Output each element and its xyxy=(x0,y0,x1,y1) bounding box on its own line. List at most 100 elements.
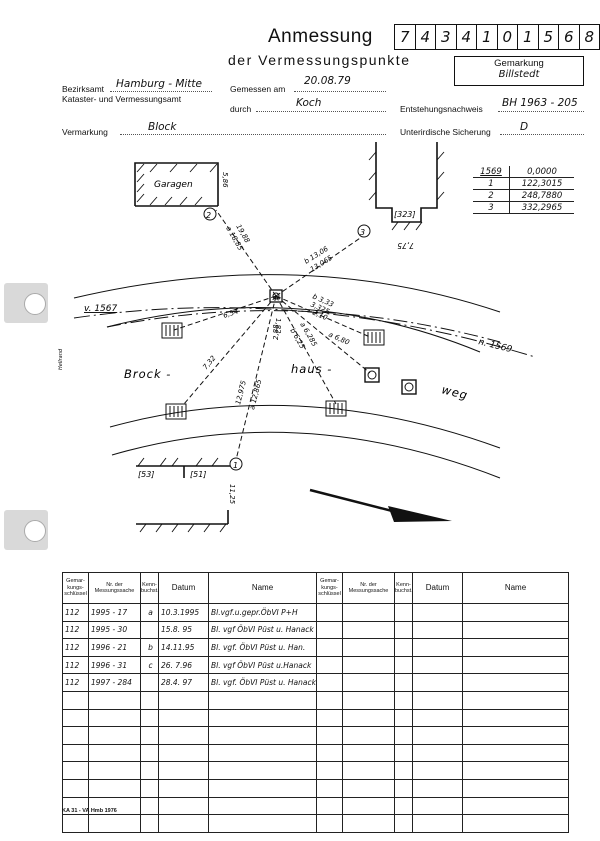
measure-c1: 2,88 xyxy=(272,324,280,340)
cell xyxy=(412,620,463,640)
coord-value: 122,3015 xyxy=(509,177,574,190)
cell xyxy=(412,638,463,657)
cell xyxy=(462,638,569,657)
cell xyxy=(394,690,413,710)
cell xyxy=(88,690,141,710)
page-title: Anmessung xyxy=(268,26,373,47)
point-marker-1 xyxy=(229,457,243,471)
doc-digit: 4 xyxy=(457,25,477,49)
sicherung-line xyxy=(500,134,584,135)
doc-digit: 4 xyxy=(416,25,436,49)
street-name-3: weg xyxy=(440,382,469,402)
cell xyxy=(208,778,317,798)
cell xyxy=(394,761,413,780)
table-row xyxy=(316,690,569,710)
cell xyxy=(462,673,569,692)
house-53-label: [53] xyxy=(138,470,154,479)
table-row xyxy=(316,620,569,640)
cell xyxy=(412,690,463,710)
cell xyxy=(140,743,159,763)
measure-c4: 1,82 xyxy=(274,318,282,334)
street-lines xyxy=(73,274,536,479)
cell xyxy=(462,778,569,798)
cell xyxy=(140,708,159,728)
table-row xyxy=(316,603,569,622)
cell xyxy=(342,603,395,622)
cell xyxy=(412,796,463,816)
cell xyxy=(412,655,463,675)
cell: Bl. vgf ÖbVI Püst u. Hanack xyxy=(208,620,317,640)
entstehung-label: Entstehungsnachweis xyxy=(400,104,483,114)
table-row xyxy=(316,778,569,798)
cell xyxy=(394,673,413,692)
house-323-dim: 7,75 xyxy=(397,241,414,250)
table-row xyxy=(62,743,317,763)
cell xyxy=(316,708,343,728)
table-row xyxy=(62,796,317,816)
doc-digit: 8 xyxy=(584,28,595,46)
cell: 1996 - 21 xyxy=(88,638,141,657)
col-gemarkung: Gemar-kungs-schlüssel xyxy=(316,572,343,604)
cell xyxy=(462,761,569,780)
cell: 1996 - 31 xyxy=(88,655,141,675)
drain-grates xyxy=(161,322,385,420)
doc-digit: 1 xyxy=(518,25,539,49)
cell xyxy=(316,761,343,780)
bezirksamt-label: Bezirksamt xyxy=(62,84,105,94)
col-kenn: Kenn-buchst. xyxy=(394,572,413,604)
log-table-right: Gemar-kungs-schlüssel Nr. der Messungssa… xyxy=(316,572,569,833)
cell xyxy=(394,638,413,657)
log-table-left: Gemar-kungs-schlüssel Nr. der Messungssa… xyxy=(62,572,317,833)
cell: a xyxy=(140,603,159,622)
point-1-label: 1 xyxy=(233,461,238,470)
measure-732: 7,32 xyxy=(201,354,217,372)
gemarkung-box: Gemarkung Billstedt xyxy=(454,56,584,86)
bezirksamt-line xyxy=(110,91,212,92)
cell xyxy=(412,743,463,763)
coord-point: 3 xyxy=(473,201,510,214)
cell xyxy=(412,761,463,780)
table-row xyxy=(316,796,569,816)
garage-label: Garagen xyxy=(154,180,193,190)
cell xyxy=(62,690,89,710)
cell xyxy=(140,726,159,745)
table-row xyxy=(316,655,569,675)
coord-value: 0,0000 xyxy=(509,166,574,178)
vermarkung-value: Block xyxy=(148,121,177,133)
coord-value: 332,2965 xyxy=(509,201,574,214)
gemessen-value: 20.08.79 xyxy=(304,75,351,87)
cell xyxy=(316,743,343,763)
cell: 28.4. 97 xyxy=(158,673,209,692)
cell xyxy=(394,708,413,728)
cell xyxy=(342,690,395,710)
entstehung-line xyxy=(498,111,584,112)
cell xyxy=(88,814,141,833)
vermarkung-line xyxy=(120,134,386,135)
table-row xyxy=(316,638,569,657)
point-2-label: 2 xyxy=(206,211,211,220)
house-323 xyxy=(375,142,438,223)
cell xyxy=(412,726,463,745)
cell xyxy=(158,743,209,763)
table-row xyxy=(62,726,317,745)
doc-digit: 3 xyxy=(436,25,457,49)
cell xyxy=(208,690,317,710)
cell: 112 xyxy=(62,620,89,640)
cell xyxy=(62,726,89,745)
cell xyxy=(316,690,343,710)
cell xyxy=(394,620,413,640)
cell xyxy=(394,814,413,833)
vermarkung-label: Vermarkung xyxy=(62,127,108,137)
cell xyxy=(342,673,395,692)
cell xyxy=(462,796,569,816)
cell xyxy=(140,690,159,710)
coord-point: 1 xyxy=(473,177,510,190)
document-number-boxes: 7 4 3 4 1 0 1 5 6 8 xyxy=(394,24,600,50)
cell xyxy=(342,708,395,728)
cell: 112 xyxy=(62,655,89,675)
survey-point-center xyxy=(269,289,283,303)
gemarkung-label: Gemarkung xyxy=(494,58,544,69)
cell xyxy=(462,620,569,640)
